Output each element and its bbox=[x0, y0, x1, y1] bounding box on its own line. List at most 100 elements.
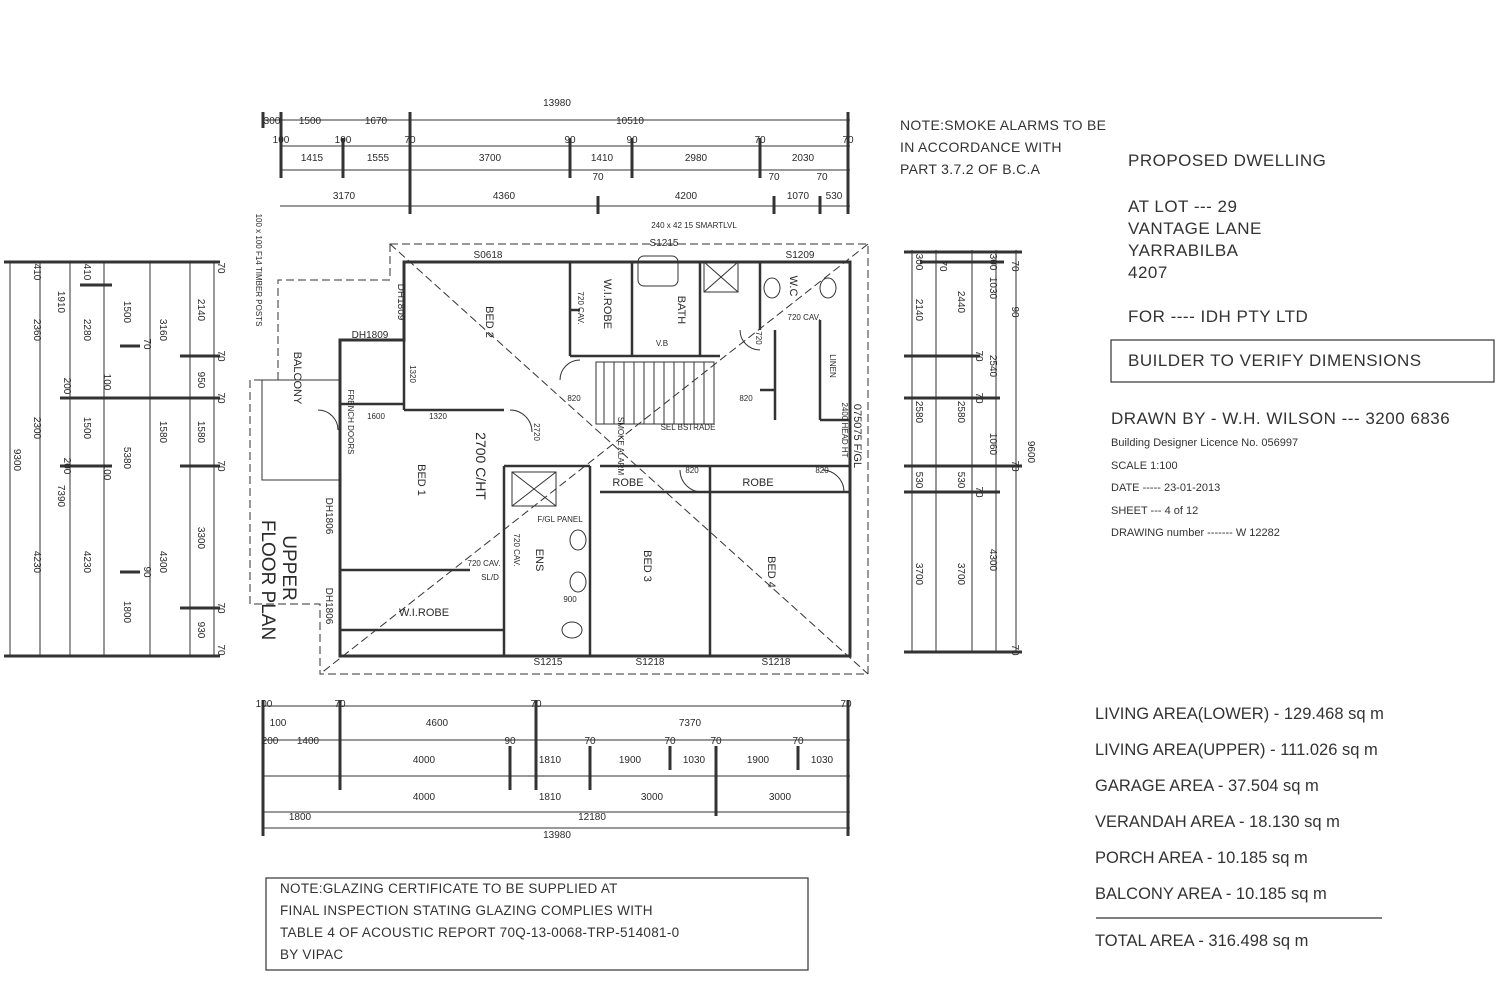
area-row: BALCONY AREA - 10.185 sq m bbox=[1095, 885, 1327, 903]
dim-label: 200 bbox=[262, 736, 279, 747]
dim-label: 2140 bbox=[195, 299, 206, 322]
drawing-meta: Building Designer Licence No. 056997 SCA… bbox=[1111, 432, 1298, 545]
note-line: NOTE:SMOKE ALARMS TO BE bbox=[900, 117, 1107, 133]
dim-label: 3170 bbox=[333, 191, 356, 202]
dim-label: 70 bbox=[215, 460, 226, 472]
dim-label: 1580 bbox=[157, 421, 168, 444]
dim-label: 4000 bbox=[413, 755, 436, 766]
dim-label: 4000 bbox=[413, 792, 436, 803]
ensuite-toilet bbox=[561, 621, 583, 639]
dim-label: 2540 bbox=[987, 355, 998, 378]
dim-label: 3000 bbox=[769, 792, 792, 803]
glazing-note: NOTE:GLAZING CERTIFICATE TO BE SUPPLIED … bbox=[280, 878, 679, 966]
window-label: DH1806 bbox=[323, 498, 334, 535]
dim-label: 1810 bbox=[539, 792, 562, 803]
door-swing bbox=[509, 409, 533, 433]
dim-label: 100 bbox=[335, 135, 352, 146]
dim-label: 12180 bbox=[578, 812, 606, 823]
dim-label: 2030 bbox=[792, 153, 815, 164]
dim-label: 1500 bbox=[81, 417, 92, 440]
dim-label: 2280 bbox=[81, 319, 92, 342]
verify-dimensions: BUILDER TO VERIFY DIMENSIONS bbox=[1128, 351, 1422, 370]
dim-label: 70 bbox=[334, 699, 346, 710]
licence: Building Designer Licence No. 056997 bbox=[1111, 437, 1299, 449]
dim-label: 100 bbox=[256, 699, 273, 710]
dim-label: 4300 bbox=[987, 549, 998, 572]
dim-label: 70 bbox=[754, 135, 766, 146]
scale: SCALE 1:100 bbox=[1111, 459, 1178, 472]
dim-label: 70 bbox=[792, 736, 804, 747]
vanity-basin bbox=[569, 529, 587, 551]
dim-label: 820 bbox=[815, 466, 829, 475]
area-row: VERANDAH AREA - 18.130 sq m bbox=[1095, 813, 1340, 831]
room-bed3: BED 3 bbox=[641, 550, 653, 582]
dim-label: 930 bbox=[195, 622, 206, 639]
door-swing bbox=[317, 409, 339, 431]
label-smoke-alarm: SMOKE ALARM bbox=[616, 417, 625, 476]
basin bbox=[763, 277, 781, 299]
dim-label: 90 bbox=[1009, 306, 1020, 318]
room-balcony: BALCONY bbox=[291, 352, 303, 405]
window-label: DH1806 bbox=[323, 588, 334, 625]
dim-label: 7390 bbox=[55, 485, 66, 508]
dim-label: 1500 bbox=[121, 301, 132, 324]
dim-label: 2140 bbox=[913, 299, 924, 322]
address-line: 4207 bbox=[1128, 263, 1168, 282]
dim-label: 1600 bbox=[367, 412, 385, 421]
dim-label: 4230 bbox=[31, 551, 42, 574]
room-bed1: BED 1 bbox=[415, 464, 427, 496]
note-line: IN ACCORDANCE WITH bbox=[900, 139, 1062, 155]
dim-label: 1410 bbox=[591, 153, 614, 164]
dim-label: 300 bbox=[913, 254, 924, 271]
dim-label: 2980 bbox=[685, 153, 708, 164]
dim-label: 820 bbox=[567, 394, 581, 403]
label-smartlvl: 240 x 42 15 SMARTLVL bbox=[651, 221, 737, 230]
note-line: TABLE 4 OF ACOUSTIC REPORT 70Q-13-0068-T… bbox=[280, 925, 680, 940]
dim-label: 1500 bbox=[299, 116, 322, 127]
date: DATE ----- 23-01-2013 bbox=[1111, 482, 1221, 494]
total-area: TOTAL AREA - 316.498 sq m bbox=[1095, 932, 1309, 950]
label-ceiling-height: 2700 C/HT bbox=[473, 432, 489, 500]
door-swing bbox=[821, 469, 845, 493]
drawing-number: DRAWING number ------- W 12282 bbox=[1111, 527, 1280, 539]
label-fgl: 075075 F/GL bbox=[851, 404, 863, 468]
dim-label: 2360 bbox=[31, 319, 42, 342]
dim-label: 3700 bbox=[913, 563, 924, 586]
room-wirobe-bottom: W.I.ROBE bbox=[399, 607, 449, 619]
dim-label: 1555 bbox=[367, 153, 390, 164]
dim-label: 4360 bbox=[493, 191, 516, 202]
dim-label: 70 bbox=[215, 262, 226, 274]
address-line: AT LOT --- 29 bbox=[1128, 197, 1238, 216]
dim-label: 300 bbox=[987, 254, 998, 271]
dim-label: 70 bbox=[215, 602, 226, 614]
dim-label: 1320 bbox=[429, 412, 447, 421]
area-row: PORCH AREA - 10.185 sq m bbox=[1095, 849, 1308, 867]
dim-label: 70 bbox=[840, 699, 852, 710]
dim-label: 200 bbox=[61, 378, 72, 395]
note-line: PART 3.7.2 OF B.C.A bbox=[900, 161, 1041, 177]
dim-label: 70 bbox=[530, 699, 542, 710]
dim-label: 1800 bbox=[289, 812, 312, 823]
dim-label: 820 bbox=[739, 394, 753, 403]
exterior-walls bbox=[338, 260, 852, 658]
dim-label: 820 bbox=[685, 466, 699, 475]
dim-label: 70 bbox=[1009, 460, 1020, 472]
dim-label: 300 bbox=[264, 116, 281, 127]
dim-label: 1320 bbox=[408, 365, 417, 383]
glazing-note-box bbox=[265, 877, 809, 971]
plan-title-line2: FLOOR PLAN bbox=[257, 520, 278, 640]
label-robe-2: ROBE bbox=[742, 477, 773, 489]
dim-label: 100 bbox=[270, 718, 287, 729]
dim-label: 3700 bbox=[955, 563, 966, 586]
dim-label: 1900 bbox=[747, 755, 770, 766]
label-fgl-panel: F/GL PANEL bbox=[537, 515, 583, 524]
dim-label: 70 bbox=[1009, 260, 1020, 272]
door-swing bbox=[679, 469, 703, 493]
label-cav: 720 CAV. bbox=[788, 313, 821, 322]
dim-label: 530 bbox=[955, 472, 966, 489]
dim-label: 1580 bbox=[195, 421, 206, 444]
room-wirobe-top: W.I.ROBE bbox=[601, 279, 613, 329]
staircase bbox=[595, 361, 715, 425]
dim-label: 90 bbox=[141, 566, 152, 578]
room-linen: LINEN bbox=[828, 354, 837, 378]
